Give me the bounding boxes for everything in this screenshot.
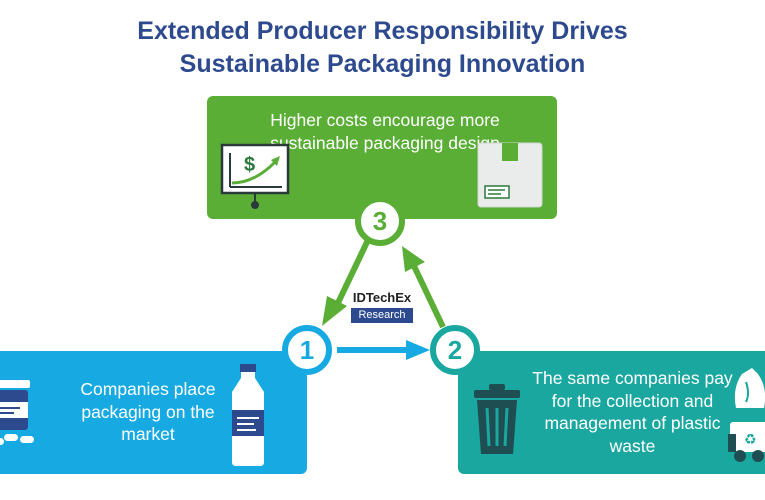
- garbage-truck-recycle-icon: ♻: [728, 368, 765, 462]
- svg-text:$: $: [244, 154, 255, 176]
- step-3-text: Higher costs encourage more sustainable …: [270, 110, 500, 153]
- pill-bottle-icon: [0, 380, 34, 445]
- title-line-1: Extended Producer Responsibility Drives: [137, 17, 628, 45]
- step-3-number: 3: [355, 196, 405, 246]
- step-2-number: 2: [430, 325, 480, 375]
- arrow-3-to-1: [322, 238, 371, 326]
- arrow-2-to-3: [402, 246, 446, 329]
- water-bottle-icon: [232, 364, 264, 466]
- cardboard-box-icon: [477, 142, 543, 208]
- logo-name: IDTechEx: [352, 290, 412, 305]
- step-2-text: The same companies pay for the collectio…: [532, 368, 733, 456]
- title-line-2: Sustainable Packaging Innovation: [179, 50, 586, 78]
- rising-cost-chart-icon: $: [220, 143, 290, 209]
- trash-can-icon: [474, 384, 520, 454]
- step-1-text: Companies place packaging on the market: [80, 379, 216, 444]
- arrow-1-to-2: [337, 340, 430, 360]
- step-1-number: 1: [282, 325, 332, 375]
- logo-sub: Research: [351, 308, 413, 323]
- svg-text:♻: ♻: [744, 432, 757, 448]
